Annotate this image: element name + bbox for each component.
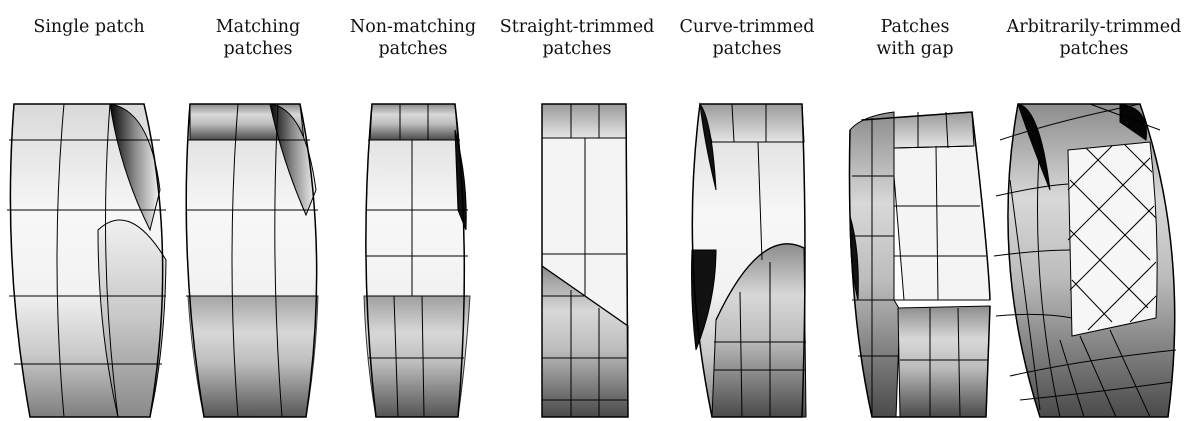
patch-top-band (542, 104, 626, 138)
patch-top-band (370, 104, 458, 140)
patch-lower (898, 306, 990, 417)
panel-single-patch (7, 104, 166, 417)
panel-patches-with-gap (849, 112, 990, 417)
panel-straight-trimmed-patches (542, 104, 628, 417)
patch-bottom-band (188, 296, 318, 417)
patch-center-trimmed (1068, 142, 1157, 336)
patch-top-band (700, 104, 804, 142)
panel-non-matching-patches (364, 104, 470, 417)
panel-matching-patches (186, 104, 318, 417)
patch-bottom-band (364, 296, 470, 417)
panel-arbitrarily-trimmed-patches (994, 104, 1176, 417)
panel-curve-trimmed-patches (692, 104, 807, 417)
